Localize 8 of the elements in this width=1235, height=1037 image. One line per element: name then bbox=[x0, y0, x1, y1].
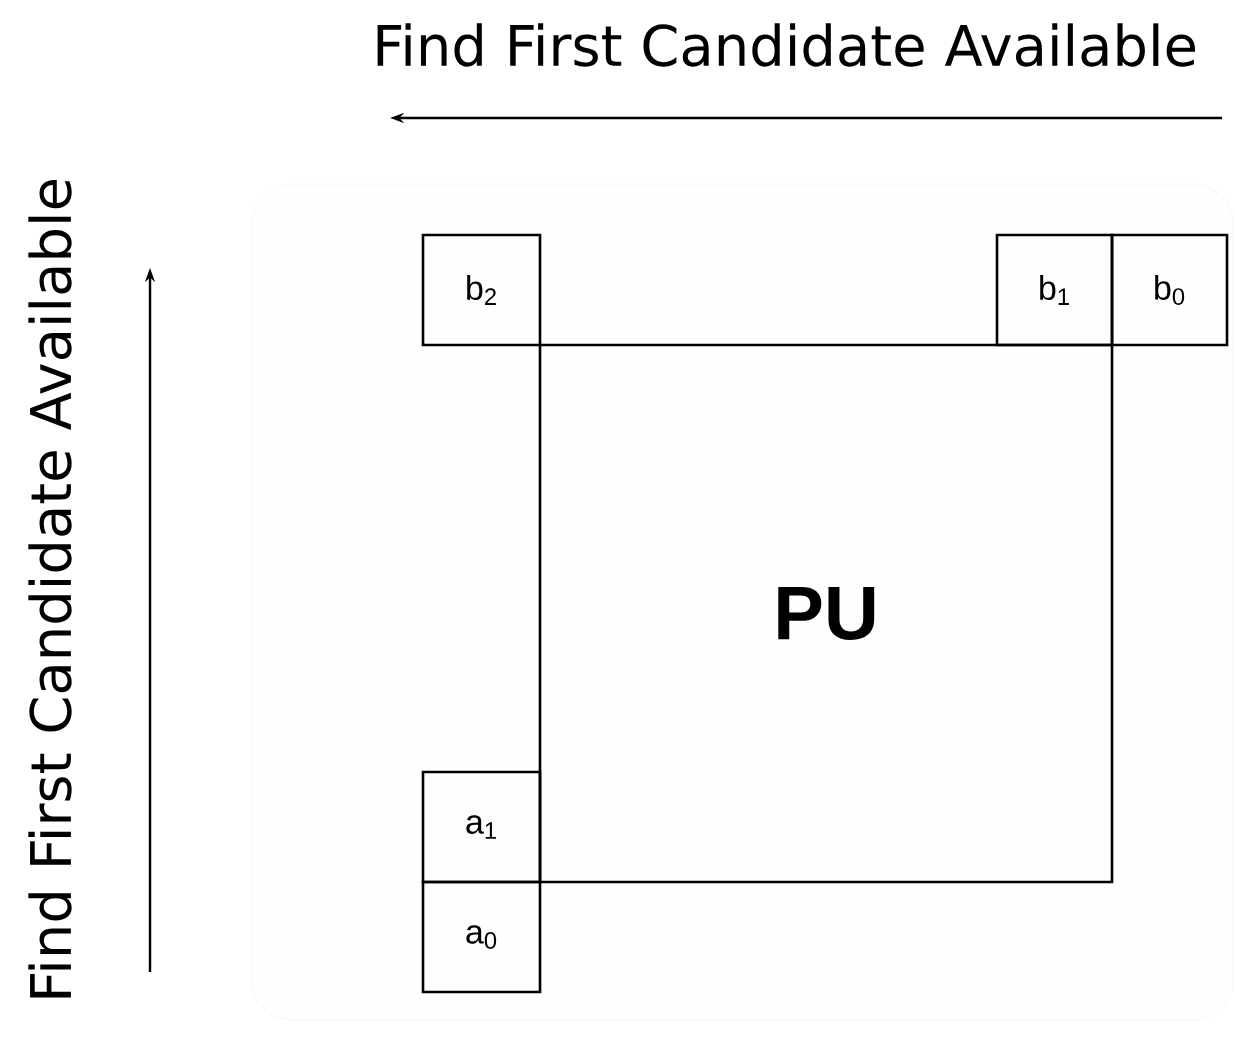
cell-box: a$_{1}$ bbox=[421, 770, 542, 884]
processing-unit-box: PU bbox=[538, 343, 1114, 884]
cell-box: b$_{1}$ bbox=[995, 233, 1114, 347]
cell-box: b$_{0}$ bbox=[1110, 233, 1229, 347]
axis-label: Find First Candidate Available bbox=[377, 23, 1196, 67]
cell-box: b$_{2}$ bbox=[421, 233, 542, 347]
cell-box: a$_{0}$ bbox=[421, 880, 542, 994]
axis-label: Find First Candidate Available bbox=[28, 179, 72, 998]
